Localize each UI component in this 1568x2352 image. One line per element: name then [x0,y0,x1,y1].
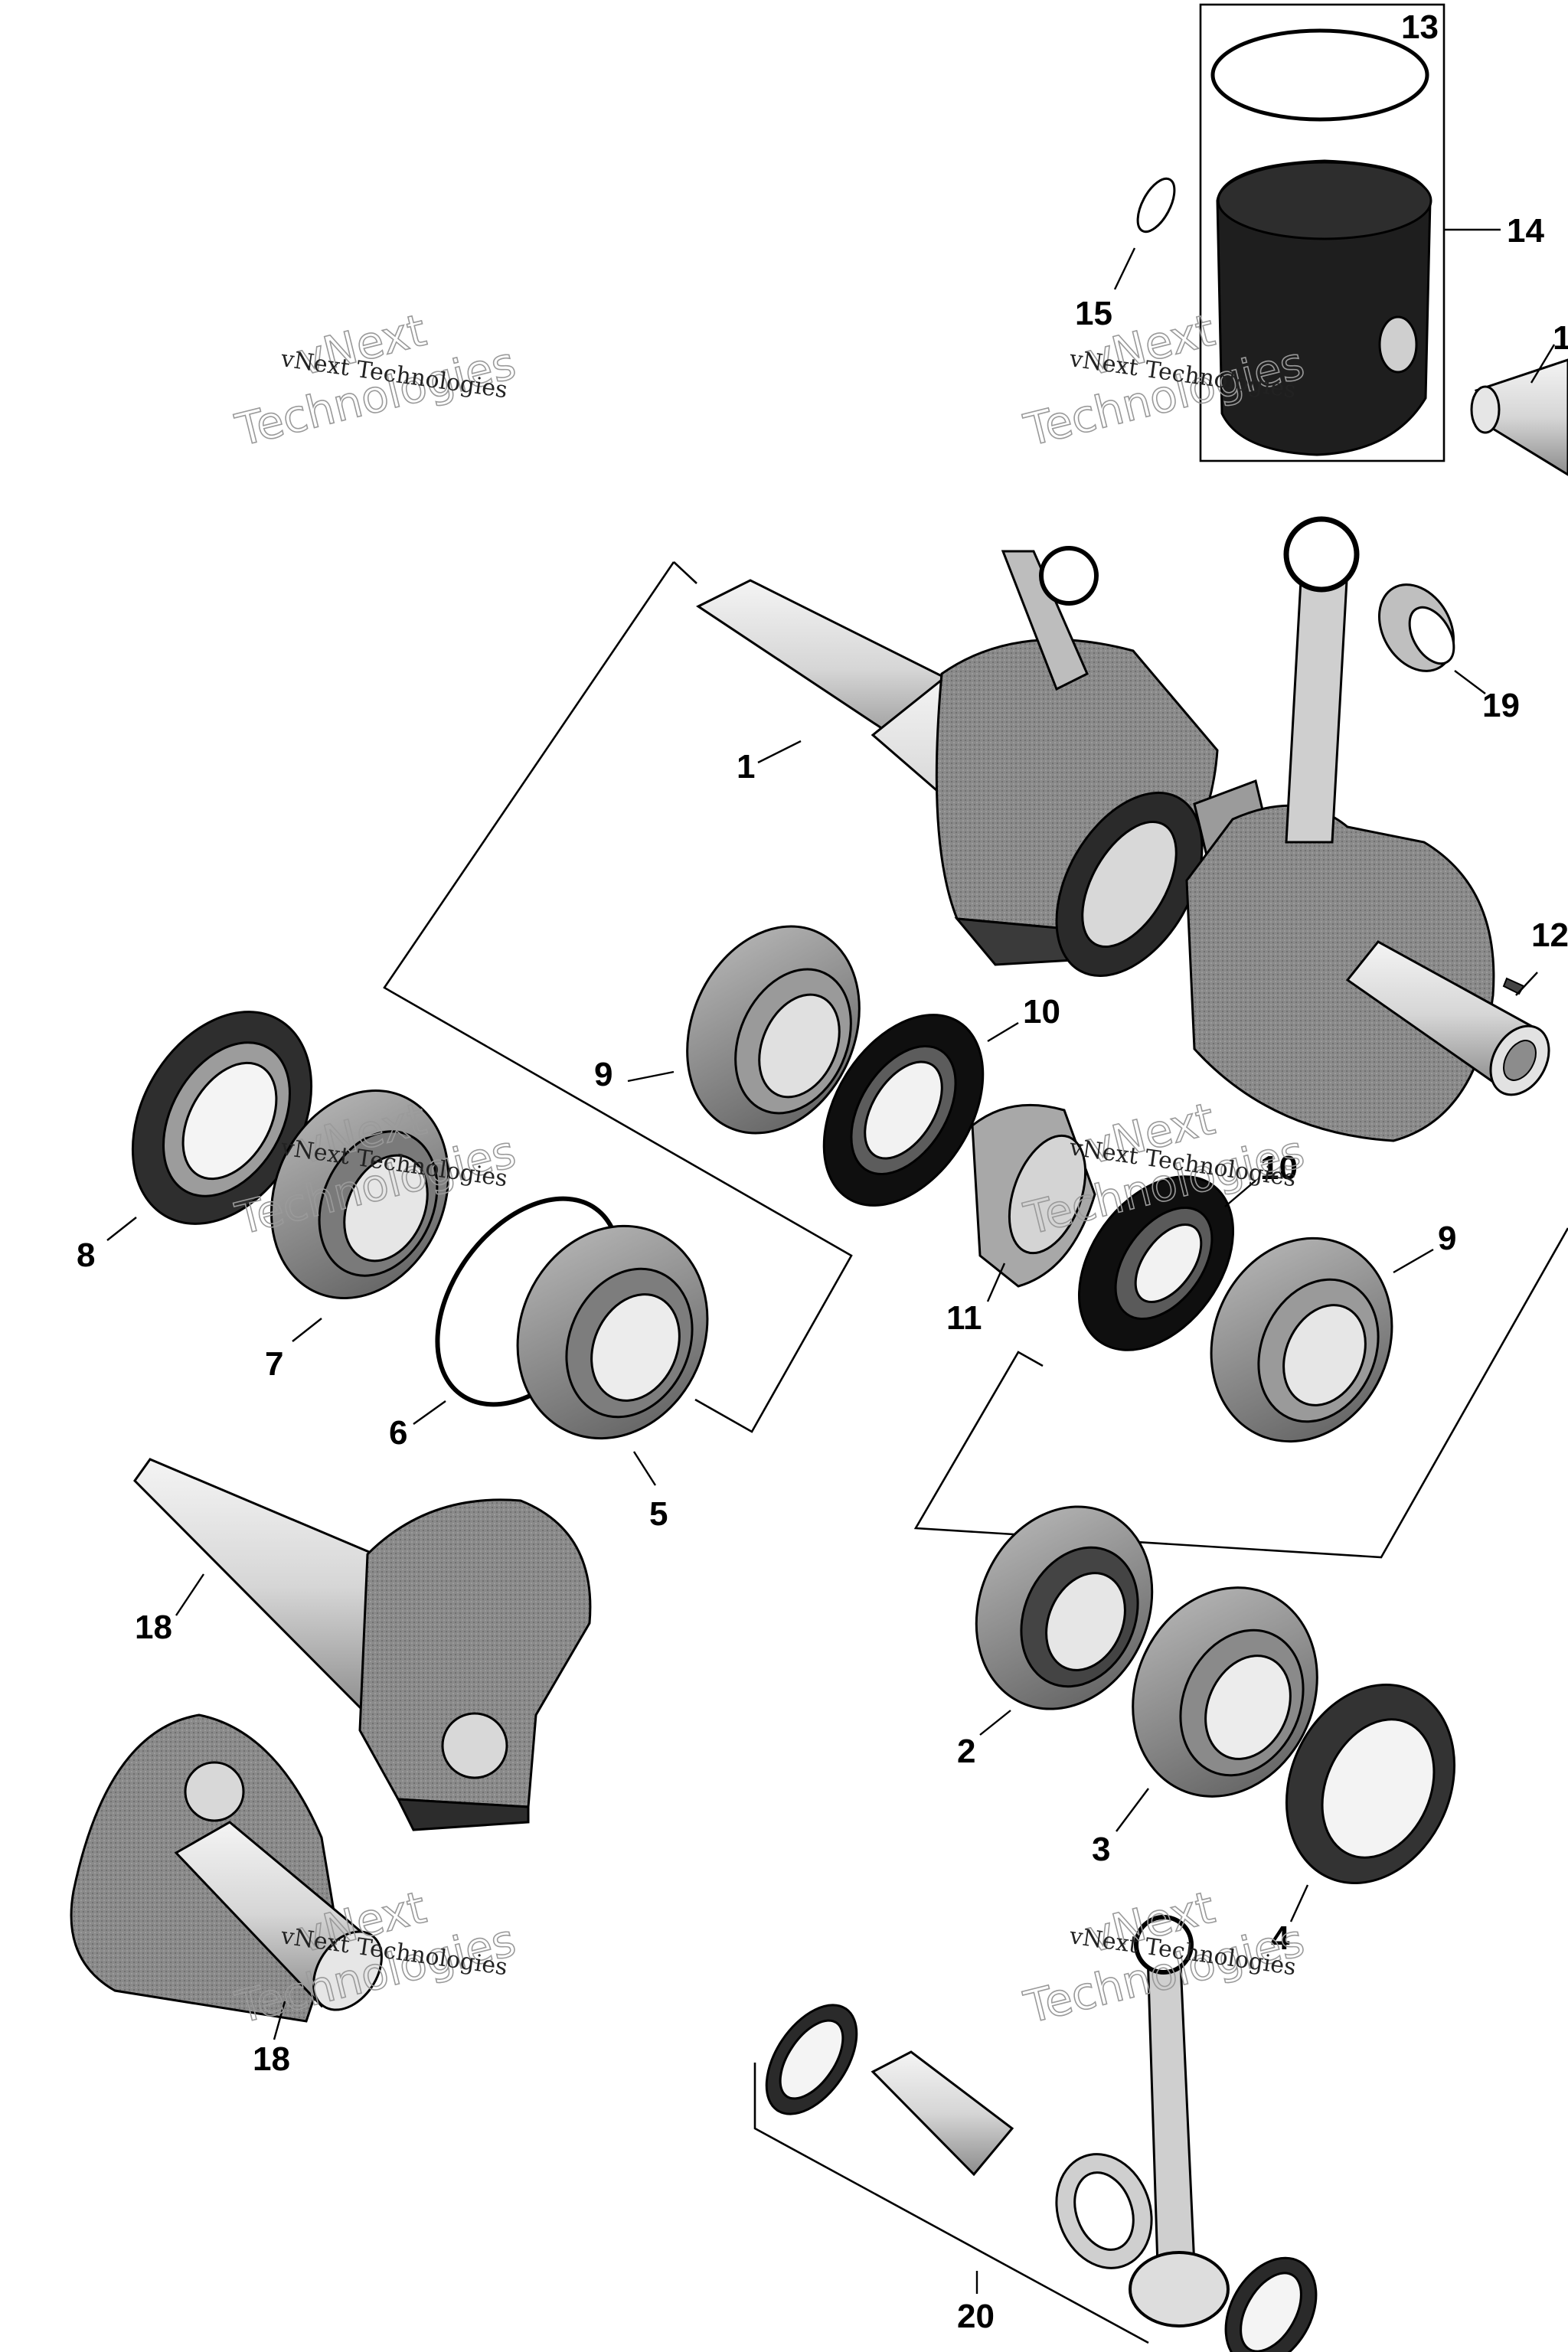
piston-kit [1199,3,1501,462]
callout-7: 7 [265,1345,283,1383]
callout-20: 20 [957,2298,995,2335]
piston-circlip-18 [1113,177,1176,290]
callout-3: 3 [1092,1831,1110,1868]
callout-12: 12 [1531,916,1568,954]
callout-18: 18 [135,1609,172,1646]
ball-bearing-5 [516,1224,709,1486]
callout-5: 5 [649,1495,668,1533]
callout-11: 11 [946,1299,982,1337]
oil-seal-10-right [1077,1175,1256,1351]
bearing-kit-frame [913,1227,1568,1559]
crank-half-18 [133,1458,592,1831]
ball-bearing-2 [975,1505,1154,1736]
callout-19: 18 [253,2040,290,2078]
callout-10: 10 [1023,993,1060,1031]
woodruff-key-12 [1502,972,1538,996]
crankshaft-1 [696,516,1550,1142]
callout-10-right: 10 [1260,1149,1298,1187]
piston-14 [1216,159,1432,456]
ball-bearing-3 [1116,1586,1318,1832]
drive-gear-11 [971,1103,1096,1302]
callout-6: 6 [389,1414,407,1452]
ball-bearing-9-left [627,925,861,1135]
callout-18-top: 15 [1075,295,1112,332]
crankshaft-assembly-frame [383,561,853,1433]
callout-13: 19 [1482,687,1520,724]
callout-1-top: 1 [1553,319,1568,357]
callouts: 13 14 15 1 19 1 12 10 9 10 9 8 11 7 6 5 … [77,8,1568,2335]
callout-9: 9 [594,1056,612,1093]
wrist-pin [1470,344,1568,476]
conrod-kit-20 [753,1915,1318,2352]
oil-seal-8 [106,1011,313,1241]
callout-8: 8 [77,1236,95,1274]
callout-9-right: 9 [1438,1220,1456,1257]
oil-seal-10-left [822,1014,1019,1207]
callout-14: 14 [1507,212,1544,250]
ball-bearing-9-right [1210,1236,1434,1443]
callout-2: 2 [957,1733,975,1770]
thrust-washer-4 [1285,1683,1456,1922]
callout-1: 1 [737,748,755,786]
callout-15: 13 [1401,8,1439,46]
callout-4: 4 [1271,1919,1290,1957]
piston-ring-15 [1210,28,1429,122]
crank-half-19 [70,1713,383,2040]
watermarks: vNext Technologies vNext Technologies vN… [230,303,1310,2034]
roller-bearing-7 [270,1089,450,1342]
needle-bearing-13 [1378,583,1486,694]
